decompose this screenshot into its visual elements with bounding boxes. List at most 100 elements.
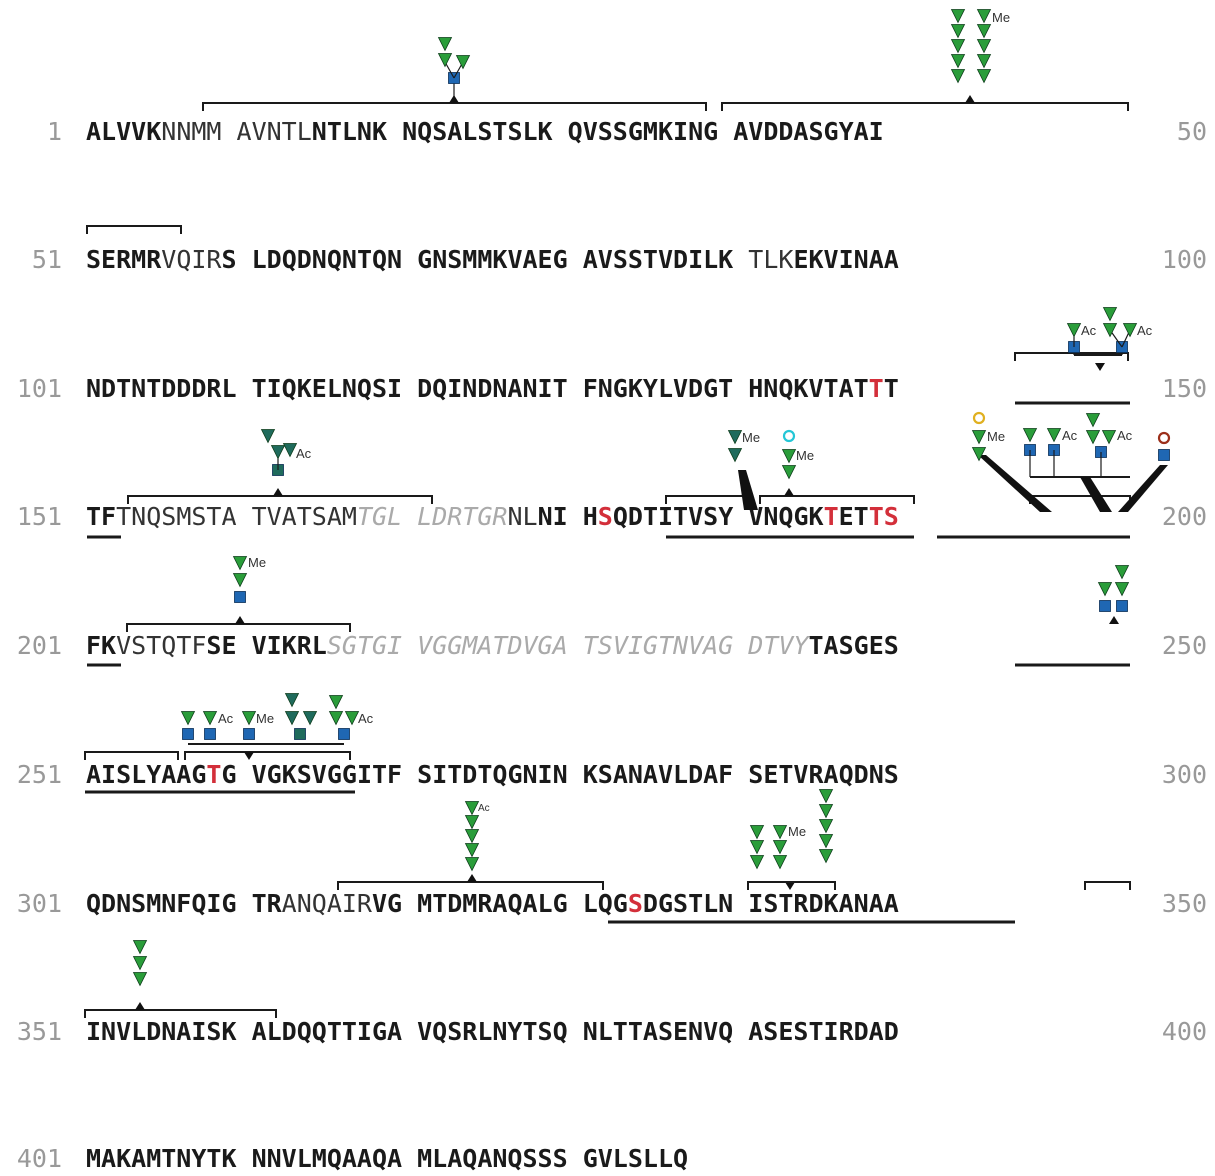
row-end-number: 150 xyxy=(1162,374,1207,403)
attachment-marker xyxy=(784,488,794,496)
hexose-symbol-icon xyxy=(950,69,966,84)
monosaccharide-circle-icon xyxy=(972,411,986,425)
hexose-symbol-icon xyxy=(950,54,966,69)
methyl-label: Me xyxy=(742,430,760,445)
residue-segment: INVLDNAISK ALDQQTTIGA VQSRLNYTSQ NLTTASE… xyxy=(86,1017,899,1046)
hexose-symbol-icon xyxy=(976,24,992,39)
residue-segment: NDTNTDDDRL TIQKELNQSI DQINDNANIT FNGKYLV… xyxy=(86,374,869,403)
hexose-symbol-icon xyxy=(818,819,834,834)
glycosylation-site: T xyxy=(869,374,884,403)
hexose-symbol-icon xyxy=(1046,428,1062,443)
hexose-symbol-icon xyxy=(282,443,298,458)
hexose-symbol-icon xyxy=(202,711,218,726)
hexose-symbol-icon xyxy=(1102,307,1118,322)
row-end-number: 300 xyxy=(1162,760,1207,789)
hexose-symbol-icon xyxy=(818,849,834,864)
hexose-symbol-icon xyxy=(727,430,743,445)
sequence-row: MAKAMTNYTK NNVLMQAAQA MLAQANQSSS GVLSLLQ xyxy=(86,1144,688,1173)
glycosylation-site: T xyxy=(824,502,839,531)
acetyl-label: Ac xyxy=(218,711,234,726)
hexose-symbol-icon xyxy=(749,855,765,870)
hexose-symbol-icon xyxy=(950,39,966,54)
hexose-symbol-icon xyxy=(818,834,834,849)
linkage-line xyxy=(444,61,455,79)
glycosylation-site: TS xyxy=(869,502,899,531)
residue-segment: ET xyxy=(839,502,869,531)
hexose-symbol-icon xyxy=(328,711,344,726)
hexnac-symbol-icon xyxy=(1158,449,1170,461)
residue-segment: NL xyxy=(507,502,537,531)
hexose-symbol-icon xyxy=(464,857,480,872)
acetyl-label: Ac xyxy=(1117,428,1133,443)
row-start-number: 1 xyxy=(47,117,62,146)
hexose-symbol-icon xyxy=(1114,582,1130,597)
residue-segment: VQIR xyxy=(161,245,222,274)
row-end-number: 350 xyxy=(1162,889,1207,918)
hexose-symbol-icon xyxy=(727,448,743,463)
residue-segment: TNQSMSTA TVATSAM xyxy=(116,502,357,531)
residue-segment: VSTQTF xyxy=(116,631,206,660)
hexose-symbol-icon xyxy=(232,573,248,588)
row-start-number: 251 xyxy=(17,760,62,789)
hexose-symbol-icon xyxy=(464,815,480,830)
hexose-symbol-icon xyxy=(950,24,966,39)
hexose-symbol-icon xyxy=(284,711,300,726)
hexose-symbol-icon xyxy=(976,9,992,24)
hexose-symbol-icon xyxy=(132,940,148,955)
attachment-marker xyxy=(785,882,795,890)
hexose-symbol-icon xyxy=(1114,565,1130,580)
hexose-symbol-icon xyxy=(284,693,300,708)
hexose-symbol-icon xyxy=(464,801,480,816)
hexose-symbol-icon xyxy=(132,956,148,971)
hexnac-symbol-icon xyxy=(1099,600,1111,612)
hexose-symbol-icon xyxy=(950,9,966,24)
attachment-marker xyxy=(1109,616,1119,624)
hexose-symbol-icon xyxy=(976,54,992,69)
hexose-symbol-icon xyxy=(437,53,453,68)
methyl-label: Me xyxy=(256,711,274,726)
residue-segment: ANQAIR xyxy=(282,889,373,918)
hexose-symbol-icon xyxy=(132,972,148,987)
residue-segment: SGTGI VGGMATDVGA TSVIGTNVAG DTVY xyxy=(327,631,811,660)
acetyl-label: Ac xyxy=(358,711,374,726)
residue-segment: TF xyxy=(86,502,116,531)
hexose-symbol-icon xyxy=(1101,430,1117,445)
glycosylation-site: S xyxy=(628,889,643,918)
hexose-symbol-icon xyxy=(232,556,248,571)
attachment-marker xyxy=(467,874,477,882)
residue-segment: ALVVK xyxy=(86,117,161,146)
monosaccharide-circle-icon xyxy=(1157,431,1171,445)
methyl-label: Me xyxy=(796,448,814,463)
row-start-number: 201 xyxy=(17,631,62,660)
sequence-row: QDNSMNFQIG TRANQAIRVG MTDMRAQALG LQGSDGS… xyxy=(86,889,899,918)
row-end-number: 100 xyxy=(1162,245,1207,274)
row-end-number: 400 xyxy=(1162,1017,1207,1046)
hexose-symbol-icon xyxy=(818,789,834,804)
row-end-number: 200 xyxy=(1162,502,1207,531)
residue-segment: TGL LDRTGR xyxy=(357,502,508,531)
acetyl-label: Ac xyxy=(296,446,312,461)
sequence-row: NDTNTDDDRL TIQKELNQSI DQINDNANIT FNGKYLV… xyxy=(86,374,899,403)
hexose-symbol-icon xyxy=(772,825,788,840)
sequence-row: ALVVKNNMM AVNTLNTLNK NQSALSTSLK QVSSGMKI… xyxy=(86,117,884,146)
peptide-bracket xyxy=(1014,352,1129,361)
attachment-marker xyxy=(244,752,254,760)
hexose-symbol-icon xyxy=(749,840,765,855)
row-end-number: 50 xyxy=(1177,117,1207,146)
hexose-symbol-icon xyxy=(241,711,257,726)
hexose-symbol-icon xyxy=(328,695,344,710)
sequence-row: TFTNQSMSTA TVATSAMTGL LDRTGRNLNI HSQDTIT… xyxy=(86,502,899,531)
hexose-symbol-icon xyxy=(1085,430,1101,445)
attachment-marker xyxy=(965,95,975,103)
residue-segment: EKVINAA xyxy=(793,245,898,274)
residue-segment: FK xyxy=(86,631,116,660)
hexnac-symbol-icon xyxy=(294,728,306,740)
attachment-marker xyxy=(273,488,283,496)
methyl-label: Me xyxy=(248,555,266,570)
peptide-bracket xyxy=(86,225,182,234)
peptide-bracket xyxy=(84,751,179,760)
row-start-number: 151 xyxy=(17,502,62,531)
residue-segment: VG MTDMRAQALG LQG xyxy=(372,889,628,918)
